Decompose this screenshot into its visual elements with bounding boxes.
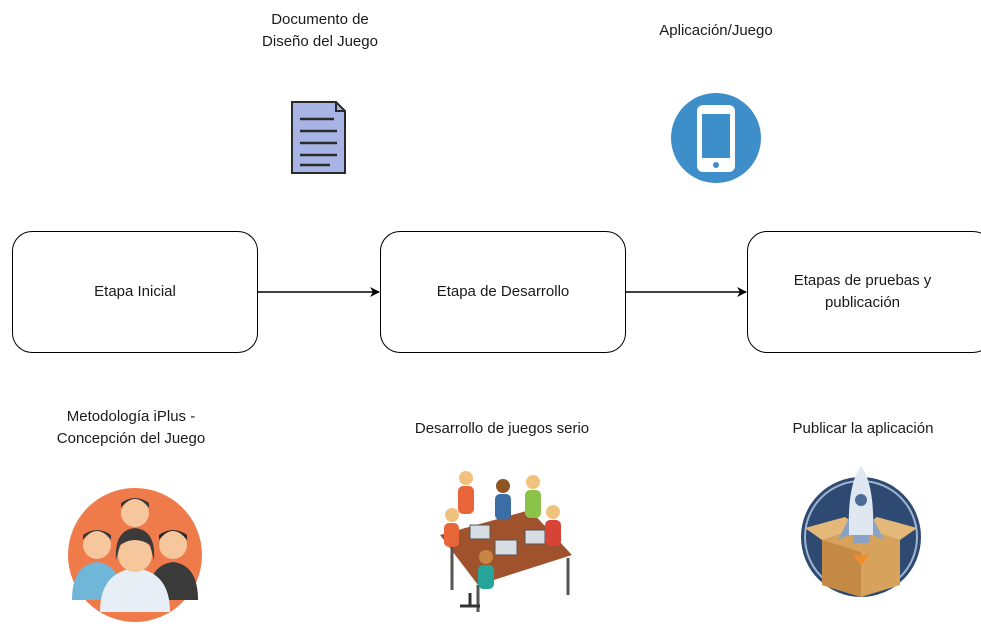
developers-team-icon [440, 471, 572, 612]
design-doc-label: Documento de Diseño del Juego [262, 11, 378, 50]
stage-testing-publishing: Etapas de pruebas y publicación [747, 231, 981, 353]
app-game-label: Aplicación/Juego [659, 22, 773, 39]
team-group-icon [68, 488, 202, 622]
smartphone-icon [671, 93, 761, 183]
stage-initial: Etapa Inicial [12, 231, 258, 353]
rocket-box-icon [801, 466, 921, 597]
serious-games-label: Desarrollo de juegos serio [414, 420, 590, 437]
stage-development: Etapa de Desarrollo [380, 231, 626, 353]
methodology-label: Metodología iPlus - Concepción del Juego [56, 408, 206, 447]
publish-label: Publicar la aplicación [792, 420, 934, 437]
document-icon [291, 101, 346, 174]
